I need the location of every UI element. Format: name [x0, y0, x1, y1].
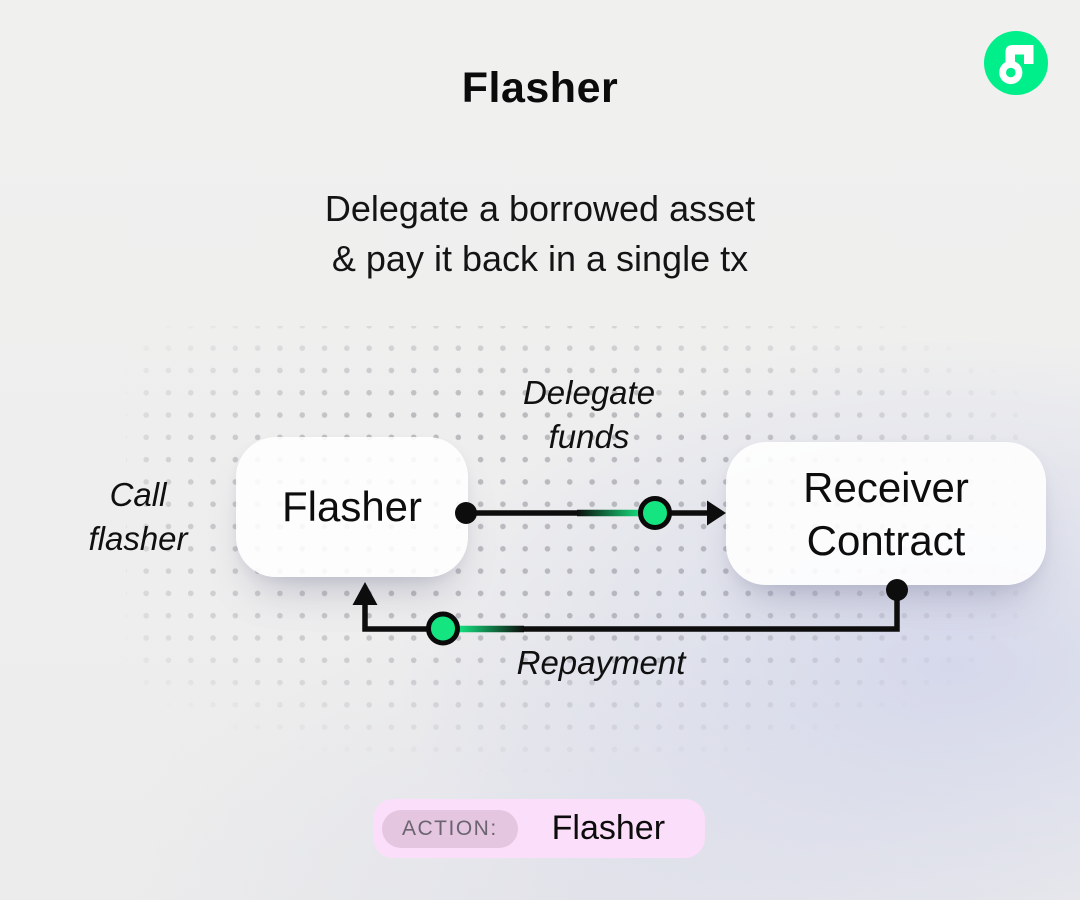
label-delegate-funds: Delegate funds [523, 371, 655, 459]
moving-token-delegate [638, 496, 672, 530]
label-call-flasher-line-1: Call [109, 476, 167, 513]
node-receiver-contract: Receiver Contract [726, 442, 1046, 585]
subtitle-line-1: Delegate a borrowed asset [324, 188, 756, 229]
node-flasher-label: Flasher [281, 483, 423, 530]
subtitle: Delegate a borrowed asset & pay it back … [0, 184, 1080, 284]
moving-token-repayment [426, 611, 460, 646]
arrowhead-up [352, 582, 378, 605]
action-badge: ACTION: Flasher [373, 799, 705, 858]
action-value: Flasher [551, 809, 666, 847]
arrowhead-right [707, 500, 726, 526]
label-call-flasher: Call flasher [88, 473, 187, 561]
node-receiver-label-line-2: Contract [806, 516, 966, 564]
label-delegate-funds-line-2: funds [548, 418, 630, 455]
label-delegate-funds-line-1: Delegate [522, 374, 656, 411]
label-repayment: Repayment [517, 641, 686, 685]
arrow-delegate-funds [455, 496, 726, 530]
action-key-pill: ACTION: [382, 809, 518, 848]
subtitle-line-2: & pay it back in a single tx [331, 238, 749, 279]
label-repayment-text: Repayment [516, 644, 686, 681]
arrow-repayment [352, 579, 908, 646]
node-receiver-label-line-1: Receiver [803, 463, 969, 511]
flow-logo-icon [984, 31, 1048, 95]
node-flasher: Flasher [236, 437, 468, 577]
label-call-flasher-line-2: flasher [88, 520, 188, 557]
page-title: Flasher [461, 64, 619, 112]
